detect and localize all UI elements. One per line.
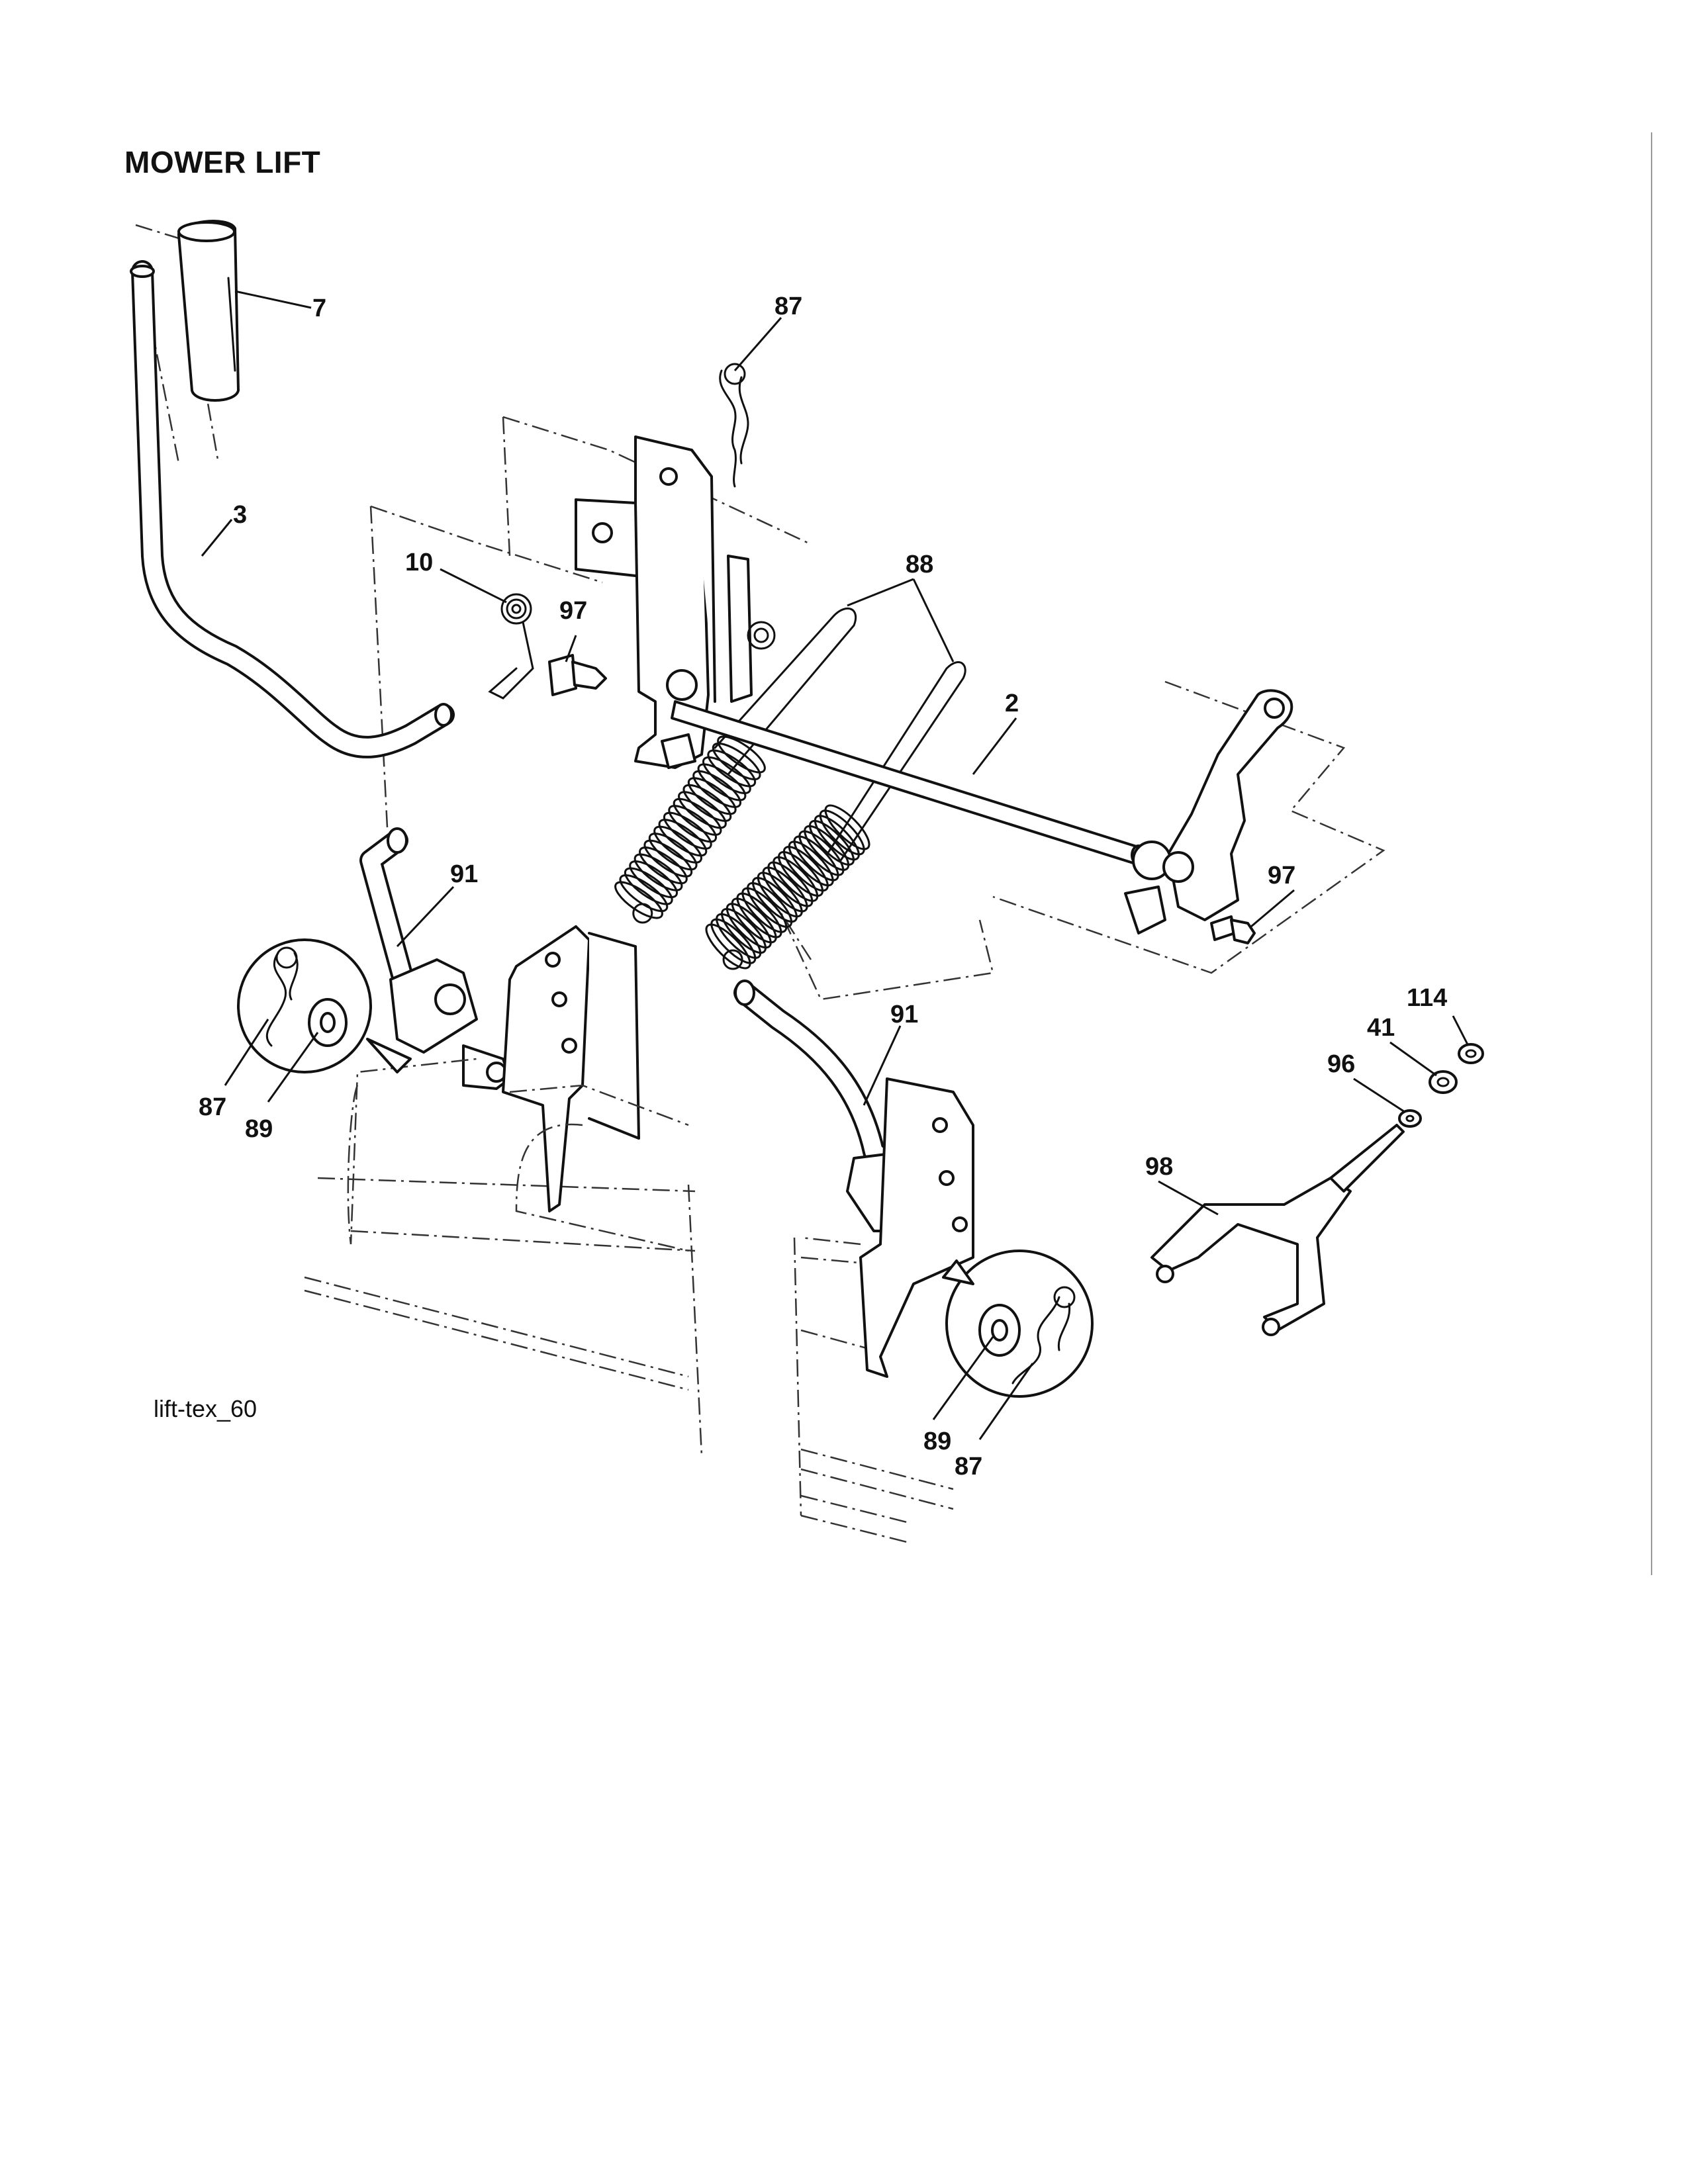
spring-coil	[757, 872, 803, 918]
spring-coil	[673, 797, 722, 836]
lift-bracket-assembly	[575, 435, 776, 769]
callout-7: 7	[312, 295, 326, 322]
spring-coil	[702, 756, 751, 794]
left-deck-bracket	[502, 925, 640, 1212]
detail-circle-right	[942, 1250, 1094, 1398]
spring-coil	[653, 825, 702, 864]
spring-coil	[731, 897, 777, 944]
spring-coil	[682, 784, 732, 822]
phantom-lines	[135, 224, 1385, 1543]
left-deck-outline	[347, 1058, 689, 1252]
spring-coil	[798, 830, 845, 876]
spring-coil	[668, 805, 718, 843]
part-88-spring-rods	[714, 607, 966, 862]
spring-coil	[824, 804, 870, 850]
page-title: MOWER LIFT	[124, 145, 321, 179]
right-deck-bracket	[800, 1077, 974, 1378]
callout-96: 96	[1327, 1050, 1355, 1078]
callout-41: 41	[1367, 1014, 1395, 1042]
part-96-washer	[1398, 1109, 1422, 1128]
callout-91-left: 91	[450, 860, 478, 888]
spring-coil	[782, 846, 829, 892]
part-7-handle-grip	[177, 220, 240, 402]
spring-coil	[717, 735, 766, 774]
spring-right	[705, 804, 870, 970]
part-87-hairpin-clip-top	[719, 363, 749, 488]
spring-coil	[697, 763, 747, 801]
spring-coil	[619, 874, 669, 913]
spring-coil	[633, 853, 683, 891]
spring-coil	[710, 918, 757, 964]
spring-coil	[778, 850, 824, 897]
spring-coil	[804, 825, 850, 871]
part-10-torsion-spring	[488, 593, 534, 700]
extension-springs	[614, 735, 870, 970]
spring-coil	[726, 903, 772, 949]
leader-lines	[201, 290, 1470, 1440]
spring-coil	[692, 770, 741, 808]
callout-87-right: 87	[955, 1453, 982, 1480]
callout-114: 114	[1407, 984, 1447, 1012]
drawing-id-label: lift-tex_60	[154, 1395, 258, 1422]
spring-coil	[809, 820, 855, 866]
callout-3: 3	[233, 501, 247, 529]
callout-89-left: 89	[245, 1115, 273, 1143]
spring-coil	[712, 742, 761, 780]
spring-coil	[773, 856, 819, 902]
spring-coil	[624, 867, 673, 905]
spring-hook	[632, 903, 653, 924]
spring-coil	[643, 839, 693, 878]
callout-87-top: 87	[774, 293, 802, 320]
callout-labels: 7 87 3 10 97 88 2 91 97 87 89 91 114 41 …	[199, 293, 1447, 1480]
detail-circle-left	[237, 938, 412, 1073]
spring-coil	[793, 835, 839, 882]
callout-89-right: 89	[923, 1428, 951, 1455]
spring-coil	[639, 846, 688, 885]
spring-coil	[721, 908, 767, 954]
spring-coil	[736, 892, 782, 938]
spring-coil	[705, 923, 751, 970]
spring-coil	[629, 860, 679, 899]
part-97-bolt-left	[548, 654, 607, 696]
spring-coil	[707, 749, 757, 788]
spring-coil	[687, 777, 737, 815]
callout-97-right: 97	[1268, 862, 1295, 889]
page-edge-rule	[1651, 132, 1652, 1575]
spring-coil	[614, 881, 663, 919]
part-97-bolt-right	[1210, 915, 1256, 944]
spring-coil	[788, 841, 834, 887]
callout-2: 2	[1005, 690, 1019, 717]
callout-87-left: 87	[199, 1093, 226, 1121]
callout-10: 10	[405, 549, 433, 576]
spring-coil	[751, 877, 798, 923]
spring-coil	[819, 809, 865, 856]
part-41-nut	[1429, 1070, 1458, 1094]
spring-coil	[767, 861, 814, 907]
part-114-nut	[1458, 1043, 1484, 1064]
callout-97-left: 97	[559, 597, 587, 625]
part-98-hanger-bracket	[1150, 1124, 1405, 1336]
spring-left	[614, 735, 766, 924]
part-3-lift-lever	[130, 260, 455, 758]
spring-coil	[741, 887, 788, 933]
spring-coil	[814, 815, 860, 861]
spring-coil	[762, 866, 808, 913]
spring-coil	[658, 819, 708, 857]
spring-coil	[663, 811, 712, 850]
right-lift-arm	[1124, 689, 1293, 934]
spring-coil	[648, 833, 698, 871]
callout-91-right: 91	[890, 1001, 918, 1028]
spring-coil	[716, 913, 762, 959]
callout-98: 98	[1145, 1153, 1173, 1181]
callout-88: 88	[906, 551, 933, 578]
spring-hook	[722, 949, 743, 970]
spring-coil	[678, 791, 727, 829]
spring-coil	[747, 882, 793, 928]
